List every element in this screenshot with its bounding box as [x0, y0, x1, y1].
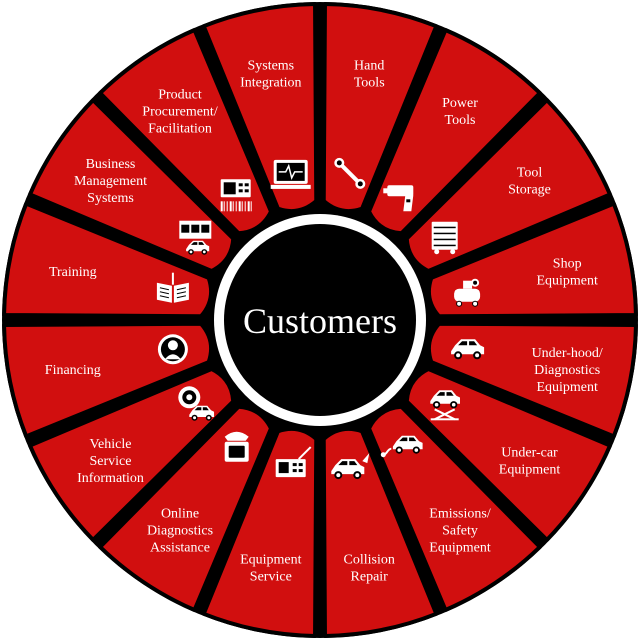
segment-label-line: Collision [344, 553, 395, 568]
segment-label-line: Diagnostics [147, 524, 213, 539]
segment-label-line: Equipment [429, 541, 491, 556]
barcode-scanner-icon [220, 179, 252, 212]
segment-wedge [201, 426, 319, 638]
segment-label-line: Equipment [536, 273, 598, 288]
segment-label-line: Integration [240, 75, 301, 90]
segment-label-line: Service [90, 454, 132, 469]
segment-label-line: Systems [247, 58, 294, 73]
segment-label-line: Power [442, 96, 478, 111]
segment-label-line: Hand [354, 58, 384, 73]
segment-label-line: Business [86, 157, 136, 172]
tool-chest-icon [431, 221, 458, 255]
segment-label-line: Assistance [150, 541, 210, 556]
segment-label-line: Equipment [536, 380, 598, 395]
segment-label-line: Storage [508, 183, 551, 198]
car-lift-icon [430, 390, 460, 421]
segment-label-line: Product [158, 88, 202, 103]
storefront-car-icon [179, 220, 212, 255]
portrait-coin-icon [157, 334, 188, 365]
segment-label-line: Service [250, 570, 292, 585]
segment-wedge [321, 2, 439, 214]
segment-label-line: Equipment [499, 463, 561, 478]
segment-label-line: Diagnostics [534, 363, 600, 378]
service-device-icon [275, 446, 312, 478]
segment-label-line: Systems [87, 191, 134, 206]
segment-financing: Financing [2, 321, 214, 439]
center-label: Customers [243, 301, 397, 341]
open-book-icon [156, 272, 189, 303]
segment-label-line: Equipment [240, 553, 302, 568]
segment-label-line: Emissions/ [429, 507, 491, 522]
segment-wedge [27, 366, 236, 542]
power-drill-icon [383, 185, 414, 212]
computer-monitor-icon [270, 159, 311, 189]
segment-label-line: Under-car [501, 446, 558, 461]
segment-label: Training [49, 265, 97, 280]
segment-training: Training [2, 201, 214, 319]
segment-label-line: Online [161, 507, 199, 522]
hub-disc [224, 224, 416, 416]
damaged-car-icon [331, 453, 370, 480]
segment-label-line: Procurement/ [142, 105, 218, 120]
car-exhaust-icon [380, 435, 423, 458]
telephone-monitor-icon [224, 431, 249, 462]
center-hub: Customers [214, 214, 426, 426]
car-icon [451, 339, 485, 360]
segment-wedge [201, 2, 319, 214]
segment-label: Financing [45, 363, 101, 378]
segment-label-line: Training [49, 265, 97, 280]
segment-label-line: Information [77, 471, 144, 486]
segment-wedge [366, 27, 542, 236]
segment-wedge [404, 366, 613, 542]
segment-label-line: Under-hood/ [532, 346, 603, 361]
wrench-icon [334, 157, 366, 189]
segment-label-line: Shop [553, 256, 582, 271]
segment-label-line: Tool [517, 166, 543, 181]
segment-wedge [321, 426, 439, 638]
cd-car-icon [178, 386, 215, 421]
segment-wedge [426, 201, 638, 319]
segment-label-line: Vehicle [90, 437, 132, 452]
segment-label-line: Tools [445, 113, 476, 128]
segment-label-line: Safety [442, 524, 478, 539]
segment-label-line: Financing [45, 363, 101, 378]
segment-label-line: Repair [351, 570, 389, 585]
segment-wedge [366, 404, 542, 613]
air-compressor-icon [454, 278, 481, 307]
segment-label-line: Facilitation [148, 122, 212, 137]
segment-label-line: Management [74, 174, 147, 189]
segment-label-line: Tools [354, 75, 385, 90]
